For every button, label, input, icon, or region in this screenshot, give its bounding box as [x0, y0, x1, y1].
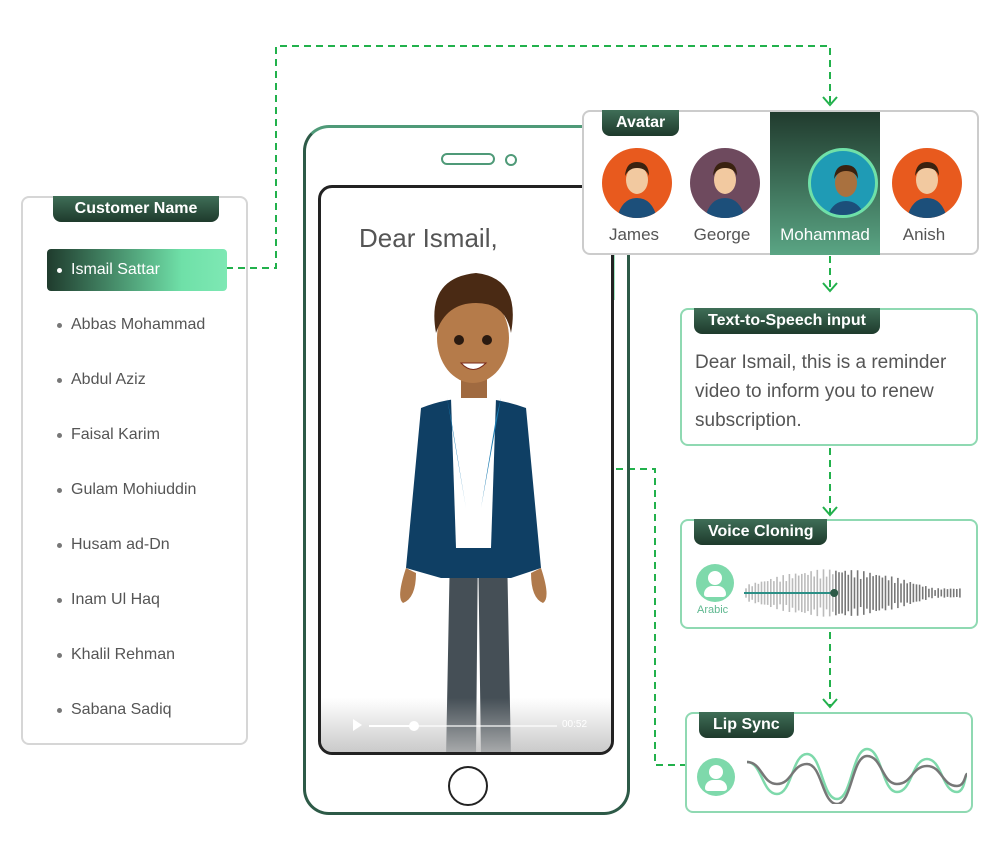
customer-list-item[interactable]: Ismail Sattar — [47, 249, 227, 291]
customer-name: Sabana Sadiq — [71, 701, 172, 718]
customer-name: Abbas Mohammad — [71, 316, 206, 333]
avatar-option-mohammad[interactable]: Mohammad — [770, 112, 880, 255]
customer-name: Khalil Rehman — [71, 646, 176, 663]
phone-frame — [303, 125, 630, 815]
avatar-name: George — [693, 225, 751, 244]
customer-name: Ismail Sattar — [71, 261, 160, 278]
bullet-icon — [57, 597, 62, 603]
customer-panel-title: Customer Name — [53, 196, 219, 222]
customer-name: Husam ad-Dn — [71, 536, 170, 553]
phone-speaker — [441, 153, 495, 165]
bullet-icon — [57, 487, 62, 493]
avatar-panel-title: Avatar — [602, 110, 680, 136]
tts-text[interactable]: Dear Ismail, this is a reminder video to… — [695, 352, 947, 431]
avatar-name: Mohammad — [780, 225, 870, 244]
tts-title: Text-to-Speech input — [694, 308, 880, 334]
customer-list-item[interactable]: Khalil Rehman — [47, 634, 227, 676]
voice-cloning-title: Voice Cloning — [694, 519, 828, 545]
customer-list-item[interactable]: Abbas Mohammad — [47, 304, 227, 346]
greeting-text: Dear Ismail, — [359, 223, 498, 253]
play-icon[interactable] — [353, 719, 362, 731]
lip-sync-waveform — [747, 747, 967, 804]
lip-sync-panel: Lip Sync — [685, 712, 973, 813]
bullet-icon — [57, 652, 62, 658]
avatar-panel: James George Mohammad Anish Avatar — [582, 110, 979, 255]
user-icon — [696, 564, 734, 602]
customer-list-item[interactable]: Faisal Karim — [47, 414, 227, 456]
bullet-icon — [57, 267, 62, 273]
voice-language: Arabic — [697, 604, 729, 616]
customer-list-item[interactable]: Abdul Aziz — [47, 359, 227, 401]
avatar-character — [400, 273, 547, 752]
bullet-icon — [57, 707, 62, 713]
avatar-option-george[interactable]: George — [672, 112, 772, 255]
bullet-icon — [57, 322, 62, 328]
video-seekbar[interactable] — [369, 721, 557, 731]
customer-list-item[interactable]: Gulam Mohiuddin — [47, 469, 227, 511]
tts-panel: Text-to-Speech input Dear Ismail, this i… — [680, 308, 978, 446]
customer-list-item[interactable]: Husam ad-Dn — [47, 524, 227, 566]
avatar-portrait — [690, 148, 760, 218]
customer-name: Abdul Aziz — [71, 371, 146, 388]
avatar-name: Anish — [902, 225, 946, 244]
customer-name: Inam Ul Haq — [71, 591, 160, 608]
voice-cloning-panel: Voice Cloning Arabic — [680, 519, 978, 629]
customer-list-item[interactable]: Inam Ul Haq — [47, 579, 227, 621]
user-icon — [697, 758, 735, 796]
seek-knob[interactable] — [409, 721, 420, 731]
avatar-option-james[interactable]: James — [584, 112, 684, 255]
avatar-option-anish[interactable]: Anish — [874, 112, 974, 255]
customer-name: Gulam Mohiuddin — [71, 481, 197, 498]
avatar-portrait — [892, 148, 962, 218]
home-button[interactable] — [448, 766, 488, 806]
avatar-portrait — [602, 148, 672, 218]
bullet-icon — [57, 432, 62, 438]
bullet-icon — [57, 377, 62, 383]
avatar-portrait — [808, 148, 878, 218]
phone-camera — [505, 154, 517, 166]
customer-list-item[interactable]: Sabana Sadiq — [47, 689, 227, 731]
video-duration: 00:52 — [562, 719, 588, 730]
avatar-name: James — [608, 225, 660, 244]
waveform-knob — [830, 589, 839, 597]
customer-name: Faisal Karim — [71, 426, 160, 443]
voice-waveform[interactable] — [744, 563, 964, 623]
video-screen: Dear Ismail, 00:52 — [318, 185, 614, 755]
bullet-icon — [57, 542, 62, 548]
lip-sync-title: Lip Sync — [699, 712, 794, 738]
